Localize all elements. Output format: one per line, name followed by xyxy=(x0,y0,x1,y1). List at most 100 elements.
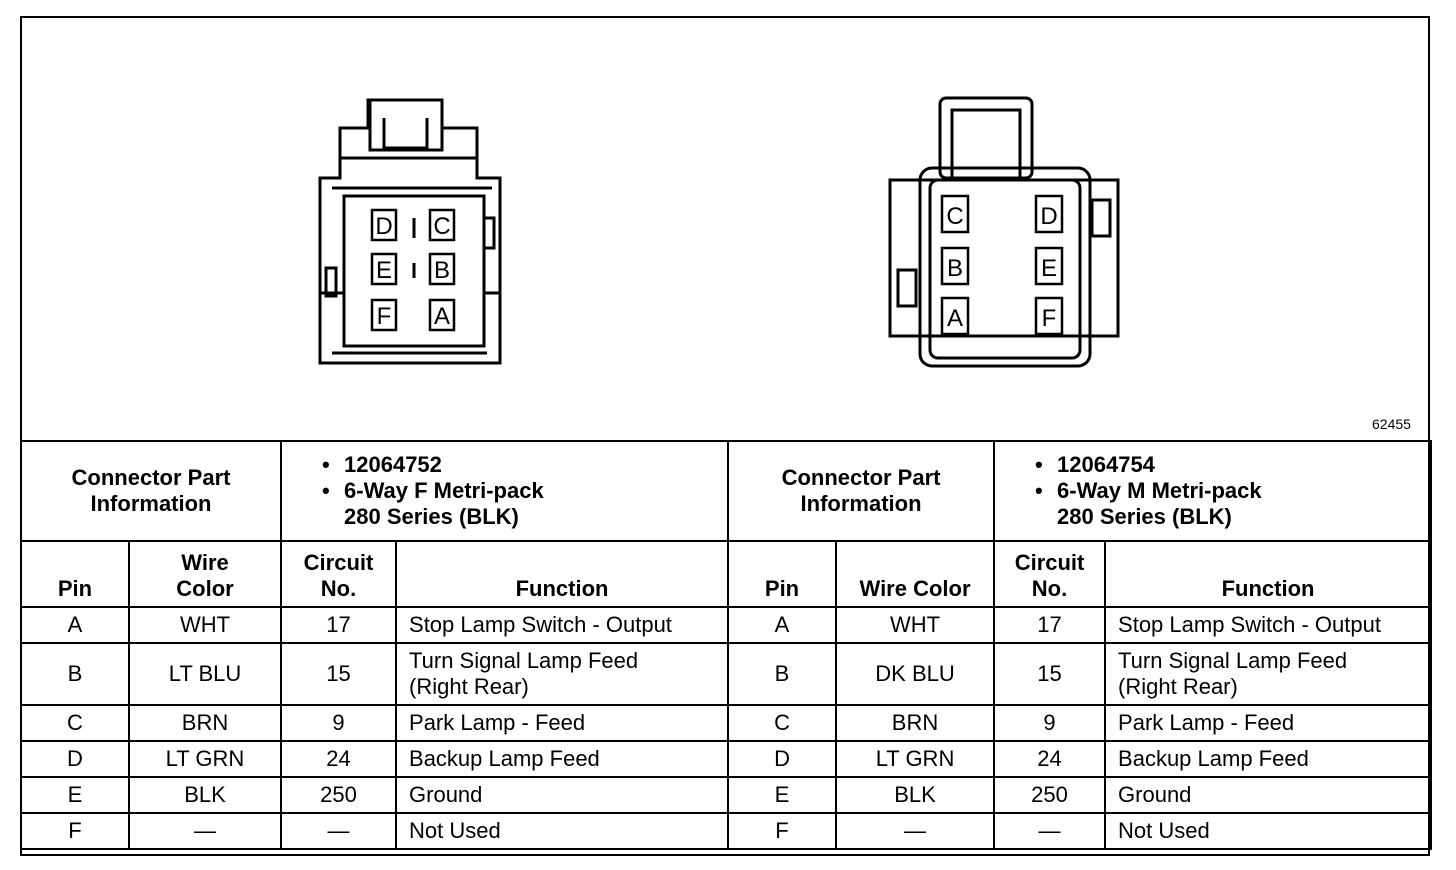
function-cell: Park Lamp - Feed xyxy=(395,704,730,742)
part-number: 12064754 xyxy=(1057,452,1155,477)
part-number: 12064752 xyxy=(344,452,442,477)
cavity-box xyxy=(1034,194,1064,234)
pin-cell: E xyxy=(727,776,838,814)
pin-header: Pin xyxy=(20,540,130,608)
male-cavities: C D B E A F xyxy=(940,194,1064,336)
cavity-label: F xyxy=(377,303,392,330)
function-cell: Ground xyxy=(395,776,730,814)
function-cell: Backup Lamp Feed xyxy=(1104,740,1433,778)
wire-color-cell: WHT xyxy=(127,606,283,644)
cavity-box xyxy=(370,298,398,332)
cavity-label: E xyxy=(376,257,392,284)
connector-part-info-label: Connector Part Information xyxy=(727,440,996,542)
figure-number: 62455 xyxy=(1372,416,1411,432)
wire-color-cell: BLK xyxy=(835,776,996,814)
circuit-cell: 15 xyxy=(280,642,398,706)
circuit-cell: 24 xyxy=(993,740,1107,778)
circuit-cell: 250 xyxy=(993,776,1107,814)
cavity-box xyxy=(428,298,456,332)
wire-color-cell: LT BLU xyxy=(127,642,283,706)
function-cell: Park Lamp - Feed xyxy=(1104,704,1433,742)
circuit-cell: 17 xyxy=(993,606,1107,644)
function-cell: Stop Lamp Switch - Output xyxy=(395,606,730,644)
cavity-box xyxy=(1034,246,1064,286)
cavity-label: C xyxy=(433,213,450,240)
circuit-cell: 17 xyxy=(280,606,398,644)
cavity-label: B xyxy=(434,257,450,284)
pin-header: Pin xyxy=(727,540,838,608)
wire-color-cell: — xyxy=(127,812,283,850)
female-cavities: D C E B F A xyxy=(370,208,456,332)
function-header: Function xyxy=(395,540,730,608)
function-header: Function xyxy=(1104,540,1433,608)
circuit-cell: 15 xyxy=(993,642,1107,706)
cavity-label: F xyxy=(1042,305,1057,332)
circuit-cell: 250 xyxy=(280,776,398,814)
female-connector-drawing xyxy=(318,98,502,365)
function-cell: Stop Lamp Switch - Output xyxy=(1104,606,1433,644)
cavity-label: D xyxy=(1040,203,1057,230)
cavity-label: A xyxy=(947,305,963,332)
cavity-label: E xyxy=(1041,255,1057,282)
function-cell: Backup Lamp Feed xyxy=(395,740,730,778)
wire-color-cell: BRN xyxy=(835,704,996,742)
wire-color-cell: BRN xyxy=(127,704,283,742)
cavity-box xyxy=(940,296,970,336)
wire-color-cell: DK BLU xyxy=(835,642,996,706)
wire-color-cell: LT GRN xyxy=(835,740,996,778)
wire-color-cell: LT GRN xyxy=(127,740,283,778)
connector-info-row: Connector Part Information •12064752 •6-… xyxy=(19,440,1433,542)
cavity-box xyxy=(370,208,398,242)
diagram-frame xyxy=(20,16,1430,856)
pin-cell: F xyxy=(20,812,130,850)
wire-color-cell: — xyxy=(835,812,996,850)
function-cell: Not Used xyxy=(395,812,730,850)
cavity-box xyxy=(370,252,398,286)
connector-part-info-label: Connector Part Information xyxy=(19,440,283,542)
cavity-box xyxy=(940,194,970,234)
function-cell: Turn Signal Lamp Feed(Right Rear) xyxy=(1104,642,1433,706)
cavity-box xyxy=(1034,296,1064,336)
male-connector-drawing xyxy=(888,96,1120,368)
pin-cell: A xyxy=(727,606,838,644)
pin-cell: D xyxy=(727,740,838,778)
connector-description: 6-Way F Metri-pack xyxy=(344,478,544,503)
female-connector-part-info: •12064752 •6-Way F Metri-pack 280 Series… xyxy=(280,440,730,542)
cavity-box xyxy=(940,246,970,286)
function-cell: Ground xyxy=(1104,776,1433,814)
pin-cell: D xyxy=(20,740,130,778)
wire-color-cell: WHT xyxy=(835,606,996,644)
cavity-box xyxy=(428,252,456,286)
function-cell: Turn Signal Lamp Feed(Right Rear) xyxy=(395,642,730,706)
cavity-label: A xyxy=(434,303,450,330)
pin-cell: C xyxy=(727,704,838,742)
cavity-box xyxy=(428,208,456,242)
pin-cell: B xyxy=(20,642,130,706)
connector-drawings: D C E B F A C D B xyxy=(22,18,1428,438)
pin-cell: C xyxy=(20,704,130,742)
pin-cell: B xyxy=(727,642,838,706)
pin-cell: F xyxy=(727,812,838,850)
function-cell: Not Used xyxy=(1104,812,1433,850)
pin-cell: E xyxy=(20,776,130,814)
pin-cell: A xyxy=(20,606,130,644)
connector-drawings-svg: D C E B F A C D B xyxy=(318,96,1120,368)
connector-description: 6-Way M Metri-pack xyxy=(1057,478,1262,503)
circuit-cell: 24 xyxy=(280,740,398,778)
circuit-cell: — xyxy=(993,812,1107,850)
pinout-table: Connector Part Information •12064752 •6-… xyxy=(19,440,1433,850)
circuit-cell: 9 xyxy=(993,704,1107,742)
cavity-label: D xyxy=(375,213,392,240)
male-connector-part-info: •12064754 •6-Way M Metri-pack 280 Series… xyxy=(993,440,1433,542)
